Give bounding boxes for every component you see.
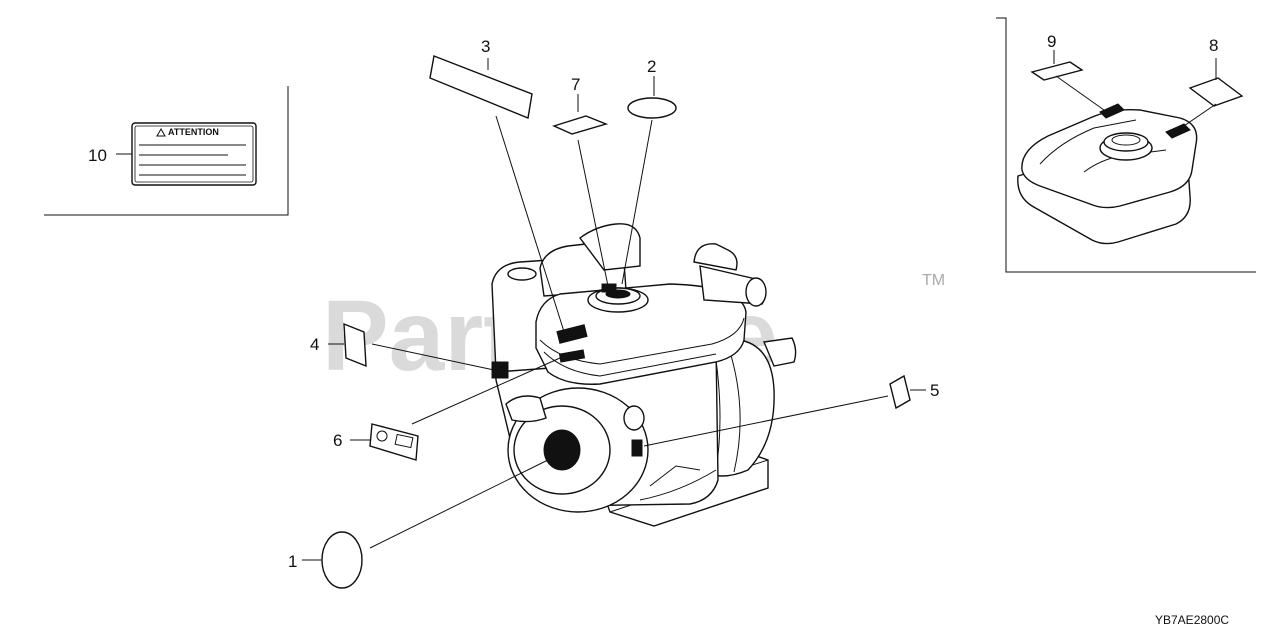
label-spot-8: [1165, 123, 1191, 139]
inset-frame-right: [996, 17, 1256, 273]
part-9-label[interactable]: [1030, 61, 1084, 81]
part-8-label[interactable]: [1188, 77, 1244, 107]
callout-3[interactable]: 3: [481, 37, 490, 56]
diagram-ref-code: YB7AE2800C: [1155, 613, 1229, 627]
label-spot-7: [601, 283, 617, 293]
inset-attention-label: ATTENTION 10: [44, 86, 289, 216]
part-4-label[interactable]: [343, 322, 367, 368]
part-2-decal[interactable]: [627, 97, 677, 119]
air-cleaner-cover: [579, 223, 641, 271]
callout-7[interactable]: 7: [571, 75, 580, 94]
label-spot-1: [543, 429, 581, 471]
part-6-plate[interactable]: [369, 423, 419, 461]
plate-bolt-icon: [376, 430, 388, 442]
callout-9[interactable]: 9: [1047, 32, 1056, 51]
part-7-group: 7: [552, 75, 609, 287]
callout-5[interactable]: 5: [930, 381, 939, 400]
choke-lever: [623, 405, 645, 431]
callout-8[interactable]: 8: [1209, 36, 1218, 55]
warning-triangle-icon: [156, 127, 166, 137]
callout-10[interactable]: 10: [88, 146, 107, 165]
label-spot-4: [491, 361, 509, 379]
callout-2[interactable]: 2: [647, 57, 656, 76]
part-1-decal[interactable]: [321, 531, 363, 589]
recoil-starter-housing: [535, 283, 747, 385]
part-3-label[interactable]: [429, 55, 533, 119]
part-5-group: 5: [643, 374, 939, 447]
label-spot-6: [558, 349, 586, 363]
drain-plug: [505, 395, 547, 423]
part-7-label[interactable]: [552, 115, 609, 135]
callout-4[interactable]: 4: [310, 335, 319, 354]
part-4-group: 4: [310, 322, 495, 371]
muffler-outlet: [745, 277, 767, 307]
part-5-label[interactable]: [889, 374, 911, 410]
part-2-group: 2: [621, 57, 677, 285]
label-spot-3: [556, 324, 588, 344]
part-6-group: 6: [333, 357, 561, 461]
attention-text: ATTENTION: [168, 127, 219, 137]
engine-pump-assembly: [491, 223, 797, 527]
exhaust-cap: [693, 243, 738, 271]
label-spot-5: [631, 439, 643, 457]
pump-outlet: [763, 337, 797, 367]
label-spot-9: [1099, 103, 1125, 119]
fuel-cap-small: [507, 267, 537, 281]
part-1-group: 1: [288, 455, 557, 589]
fuel-cap: [1103, 132, 1149, 152]
callout-1[interactable]: 1: [288, 552, 297, 571]
part-3-group: 3: [429, 37, 567, 339]
inset-frame-left: [44, 86, 289, 216]
callout-6[interactable]: 6: [333, 431, 342, 450]
trademark-mark: TM: [922, 272, 945, 289]
inset-fuel-tank: 9 8: [996, 17, 1256, 273]
